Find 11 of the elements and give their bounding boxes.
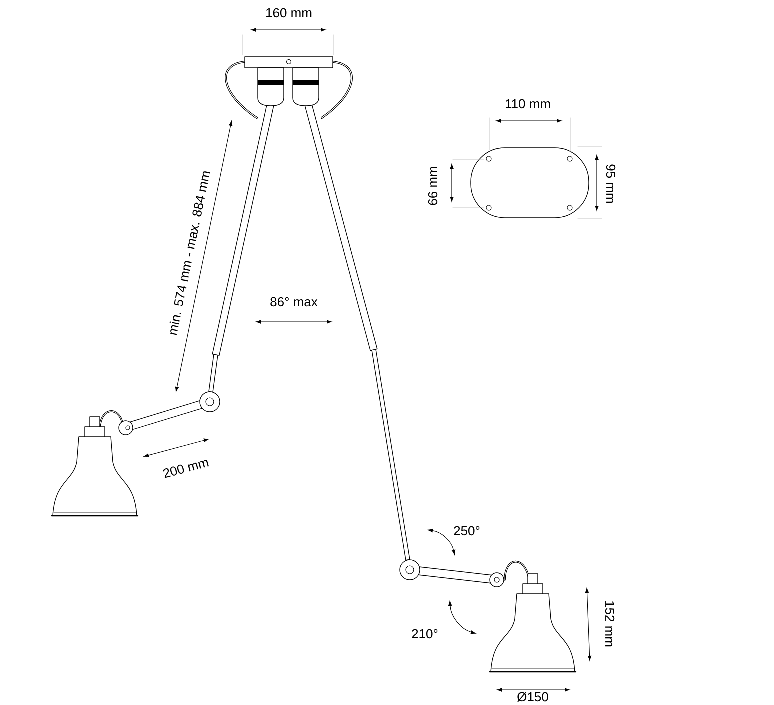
dimension-label: 95 mm: [606, 164, 616, 203]
dimension-label: min. 574 mm - max. 884 mm: [170, 172, 210, 336]
dimension-label: 152 mm: [605, 602, 615, 647]
dimension-label: 86° max: [270, 297, 318, 307]
dimension-label: Ø150: [518, 692, 548, 702]
dimension-label: 250°: [454, 526, 480, 536]
dimension-label: 160 mm: [266, 8, 312, 18]
dimension-label: 210°: [412, 629, 438, 639]
dimension-label: 200 mm: [163, 460, 209, 478]
dimension-label: 66 mm: [428, 167, 438, 206]
dimension-label: 110 mm: [506, 99, 550, 109]
